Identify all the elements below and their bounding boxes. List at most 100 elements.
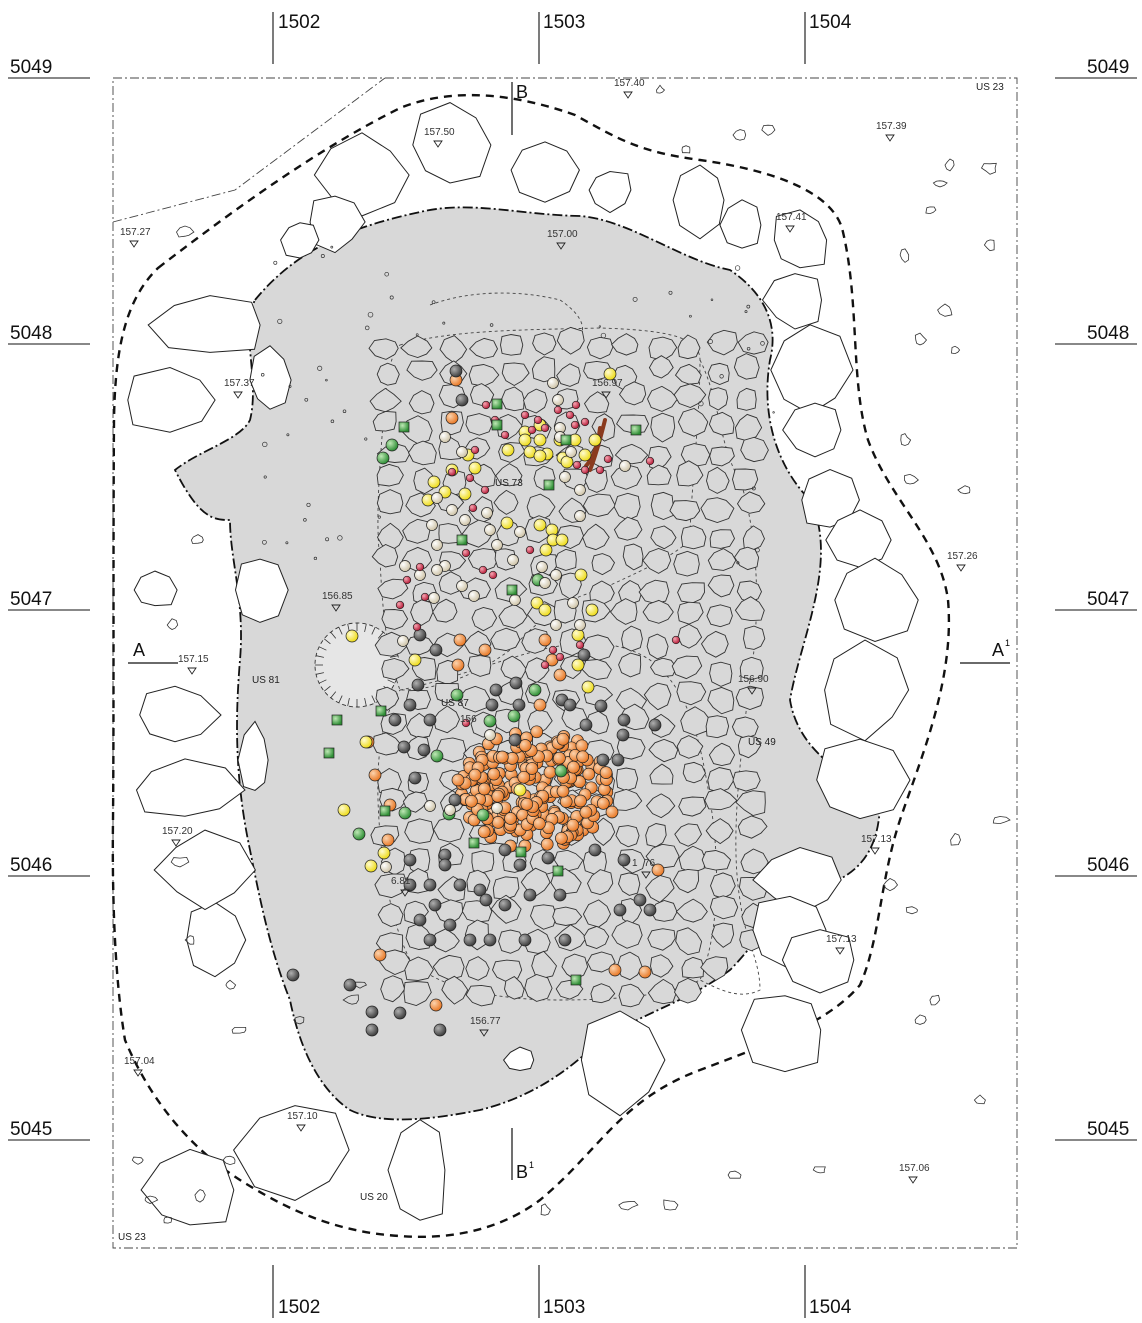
cobble-stone — [645, 843, 680, 869]
find-grey-marker — [397, 740, 411, 754]
cobble-stone — [467, 548, 499, 572]
find-orange-marker — [638, 965, 652, 979]
find-grey-marker — [403, 698, 417, 712]
small-stone — [932, 180, 948, 188]
find-yellow-marker — [581, 680, 595, 694]
find-beige-marker — [491, 802, 503, 814]
find-orange-marker — [381, 833, 395, 847]
cobble-stone — [673, 550, 700, 577]
cobble-stone — [618, 872, 641, 896]
small-stone — [957, 485, 971, 495]
find-orange-marker — [478, 643, 492, 657]
find-orange-marker — [504, 812, 517, 825]
cobble-stone — [672, 868, 700, 894]
elevation-label: 157.15 — [178, 654, 209, 665]
find-red-marker — [488, 570, 498, 580]
find-grey-marker — [403, 878, 417, 892]
find-beige-marker — [567, 597, 579, 609]
us-label-us23-bottom: US 23 — [118, 1232, 146, 1243]
find-beige-marker — [509, 594, 521, 606]
find-yellow-marker — [468, 461, 482, 475]
find-yellow-marker — [377, 846, 391, 860]
find-red-marker — [481, 400, 491, 410]
cobble-stone — [438, 436, 462, 461]
pebble — [389, 295, 394, 300]
perimeter-stone — [588, 170, 632, 214]
find-beige-marker — [514, 526, 526, 538]
cobble-stone — [707, 574, 735, 598]
trench-edge-line — [112, 77, 386, 223]
perimeter-stone — [781, 929, 855, 994]
find-grey-marker — [508, 733, 522, 747]
find-grey-marker — [428, 898, 442, 912]
small-stone — [950, 833, 961, 846]
cobble-stone — [709, 661, 733, 687]
cobble-stone — [708, 411, 735, 436]
cobble-stone — [707, 362, 730, 385]
hearth-tick — [319, 646, 327, 651]
cobble-stone — [375, 686, 400, 711]
cobble-stone — [737, 815, 768, 839]
find-grey-marker — [408, 771, 422, 785]
small-stone — [231, 1027, 247, 1034]
find-orange-marker — [373, 948, 387, 962]
cobble-stone — [733, 353, 760, 380]
hearth-tick — [338, 627, 343, 635]
find-red-marker — [412, 622, 422, 632]
small-stone — [225, 979, 237, 990]
cobble-stone — [646, 464, 672, 486]
cobble-stone — [648, 445, 672, 471]
find-orange-marker — [599, 766, 613, 779]
cobble-stone — [498, 929, 525, 954]
small-stone — [540, 1203, 551, 1216]
cobble-stone — [622, 543, 644, 571]
hearth-tick — [316, 655, 324, 658]
find-green-marker — [507, 709, 521, 723]
us-label-us73: US 73 — [495, 478, 523, 489]
cobble-stone — [709, 446, 735, 467]
elevation-label: 157.39 — [876, 121, 907, 132]
us-label-us81: US 81 — [252, 675, 280, 686]
pebble — [260, 373, 265, 377]
find-red-marker — [468, 503, 478, 513]
find-green-marker — [352, 827, 366, 841]
find-orange-marker — [495, 750, 509, 764]
small-stone — [656, 84, 666, 94]
grid-row-label-left-1: 5049 — [10, 57, 52, 78]
cobble-stone — [583, 391, 610, 414]
cobble-stone — [677, 582, 705, 604]
cobble-stone — [682, 761, 707, 784]
cobble-stone — [707, 767, 735, 793]
pebble — [263, 475, 267, 479]
find-beige-marker — [539, 577, 551, 589]
cobble-stone — [732, 770, 761, 792]
elevation-triangle-icon — [433, 140, 443, 148]
cobble-stone — [739, 656, 764, 681]
cobble-stone — [678, 845, 706, 874]
cobble-stone — [706, 604, 733, 628]
cobble-stone — [701, 850, 732, 871]
cobble-stone — [615, 825, 640, 848]
find-green-square — [398, 421, 410, 433]
pebble — [313, 556, 318, 561]
grid-col-label-bottom-2: 1503 — [543, 1297, 585, 1318]
elevation-label: 6.81 — [391, 876, 411, 887]
cobble-stone — [648, 336, 678, 361]
hearth-tick — [390, 655, 398, 658]
find-beige-marker — [446, 504, 458, 516]
find-beige-marker — [484, 729, 496, 741]
cobble-stone — [650, 525, 677, 550]
pebble — [755, 547, 760, 553]
elevation-label: 157.27 — [120, 227, 151, 238]
elevation-triangle-icon — [331, 604, 341, 612]
find-orange-marker — [517, 770, 531, 784]
find-grey-marker — [563, 698, 577, 712]
cobble-stone — [372, 410, 397, 432]
find-grey-marker — [388, 713, 402, 727]
cobble-stone — [408, 390, 435, 415]
find-grey-marker — [423, 878, 437, 892]
cobble-stone — [700, 956, 729, 981]
small-stone — [937, 303, 953, 317]
cobble-stone — [709, 895, 739, 920]
cobble-stone — [432, 598, 458, 623]
